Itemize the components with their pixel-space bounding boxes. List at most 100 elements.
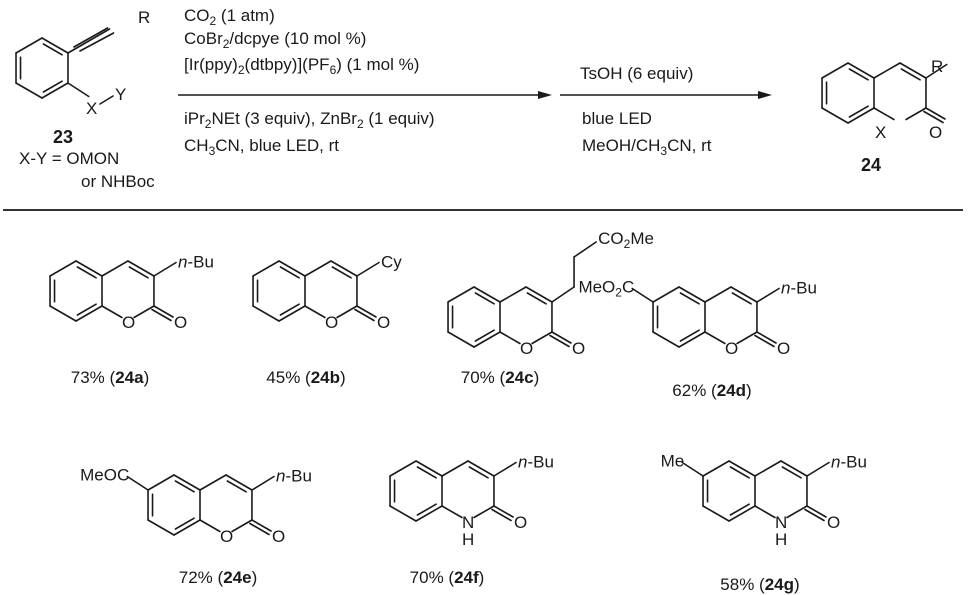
- bond-to-r3: [756, 287, 780, 303]
- carbonyl-o-label: O: [377, 313, 390, 332]
- double-bond-c8-c8a: [76, 303, 97, 316]
- double-bond-c4a-c5: [729, 466, 750, 479]
- double-bond-c2-o: [549, 334, 570, 348]
- carbonyl-o-label: O: [827, 513, 840, 532]
- double-bond-c8-c8a: [474, 329, 495, 342]
- yield-label-24a: 73% (24a): [71, 368, 149, 387]
- bond-c8a-x: [873, 107, 895, 121]
- bond-c2-o: [493, 505, 514, 518]
- carbonyl-o-label: O: [777, 339, 790, 358]
- double-bond-inner: [42, 43, 63, 56]
- bond-c5-c6: [389, 460, 417, 477]
- bond-c7-c8: [49, 305, 77, 322]
- bond-c4a-c4: [873, 62, 901, 79]
- double-bond-inner: [42, 80, 63, 93]
- r3-substituent-label: CO2Me: [598, 229, 654, 251]
- yield-label-24b: 45% (24b): [266, 368, 345, 387]
- product-bonds: [821, 62, 948, 124]
- product-24: R X O 24: [821, 57, 948, 175]
- bond-c4a-c5: [278, 260, 306, 277]
- bond-c2-o: [551, 331, 572, 344]
- bond-c4-c3: [225, 474, 253, 491]
- bond-to-x: [67, 82, 90, 98]
- bond: [41, 37, 69, 54]
- bond-c5-c6: [652, 286, 680, 303]
- double-bond-c8-c8a: [679, 329, 700, 342]
- bond-c8-c8a: [473, 331, 501, 348]
- double-bond-c8-c8a: [729, 503, 750, 516]
- bond-c2-x: [336, 305, 358, 319]
- step1-condition-cobr2: CoBr2/dcpye (10 mol %): [184, 29, 366, 51]
- bond-c4a-c5: [728, 460, 756, 477]
- bond-c8a-x: [101, 305, 123, 319]
- ring-o-label: O: [520, 339, 533, 358]
- double-bond-c3-c4: [128, 266, 149, 279]
- nh-h-label: H: [462, 530, 474, 549]
- bond-c8-c8a: [415, 505, 443, 522]
- bond-c2-o: [925, 107, 946, 120]
- yield-label-24d: 62% (24d): [672, 381, 751, 400]
- double-bond-c8-c8a: [416, 503, 437, 516]
- bond-c8a-x: [754, 505, 776, 519]
- bond-c2-o: [251, 519, 272, 532]
- bond-c2-x: [133, 305, 155, 319]
- double-bond-c4a-c5: [174, 480, 195, 493]
- alkyne-bond: [67, 28, 111, 54]
- double-bond-c4a-c5: [848, 68, 869, 81]
- r3-substituent-label: n-Bu: [518, 453, 554, 472]
- bond-c2-o: [806, 505, 827, 518]
- bond-c8a-x: [199, 519, 221, 533]
- sm-bonds: [15, 27, 115, 105]
- step2-arrow-head: [758, 91, 772, 99]
- yield-label-24g: 58% (24g): [720, 575, 799, 594]
- bond-c2-o: [756, 331, 777, 344]
- step2-conditions: TsOH (6 equiv) blue LED MeOH/CH3CN, rt: [560, 64, 772, 158]
- bond-to-r6: [126, 475, 149, 491]
- step1-condition-co2: CO2 (1 atm): [184, 6, 275, 28]
- bond-c4a-c5: [415, 460, 443, 477]
- step2-condition-tsoh: TsOH (6 equiv): [580, 64, 693, 83]
- double-bond-c3-c4: [331, 266, 352, 279]
- bond-c8a-x: [704, 331, 726, 345]
- r3-substituent-label: n-Bu: [781, 279, 817, 298]
- step2-condition-solvent: MeOH/CH3CN, rt: [582, 136, 712, 158]
- bond-c8a-x: [304, 305, 326, 319]
- bond-c7-c8: [447, 331, 475, 348]
- double-bond-c3-c4: [468, 466, 489, 479]
- yield-label-24f: 70% (24f): [410, 568, 485, 587]
- carbonyl-o-label: O: [514, 513, 527, 532]
- yield-label-24c: 70% (24c): [461, 368, 539, 387]
- bond-c8a-x: [499, 331, 521, 345]
- bond-c2-x: [736, 331, 758, 345]
- bond-c4-c3: [899, 62, 927, 79]
- ring-o-label: O: [725, 339, 738, 358]
- sm-r-label: R: [138, 8, 150, 27]
- step1-arrow-head: [538, 91, 552, 99]
- product-r-label: R: [931, 57, 943, 76]
- compound-label-24: 24: [861, 155, 881, 175]
- bond-to-r3: [153, 261, 177, 277]
- ring-n-label: N: [462, 513, 474, 532]
- alkyne-bond-3: [79, 32, 115, 52]
- ring-o-label: O: [220, 527, 233, 546]
- double-bond-c3-c4: [526, 292, 547, 305]
- example-24d: O On-Bu MeO2C 62% (24d): [578, 278, 817, 401]
- bond-c4a-c4: [199, 474, 227, 491]
- r6-substituent-label: MeO2C: [578, 278, 634, 300]
- alkyne-bond-2: [73, 27, 109, 48]
- bond-c4a-c4: [441, 460, 469, 477]
- bond-c4a-c5: [473, 286, 501, 303]
- xy-definition-2: or NHBoc: [81, 172, 155, 191]
- bond-c2-x: [231, 519, 253, 533]
- double-bond-c2-o: [923, 110, 944, 124]
- bond-c8-c8a: [678, 331, 706, 348]
- bond-c4a-c4: [499, 286, 527, 303]
- bond-to-r3: [493, 461, 517, 477]
- starting-material-23: R X Y 23 X-Y = OMON or NHBoc: [15, 8, 155, 191]
- bond-c2-x: [905, 107, 927, 121]
- bond-c7-c8: [821, 107, 849, 124]
- double-bond-c3-c4: [900, 68, 921, 81]
- bond-c8-c8a: [728, 505, 756, 522]
